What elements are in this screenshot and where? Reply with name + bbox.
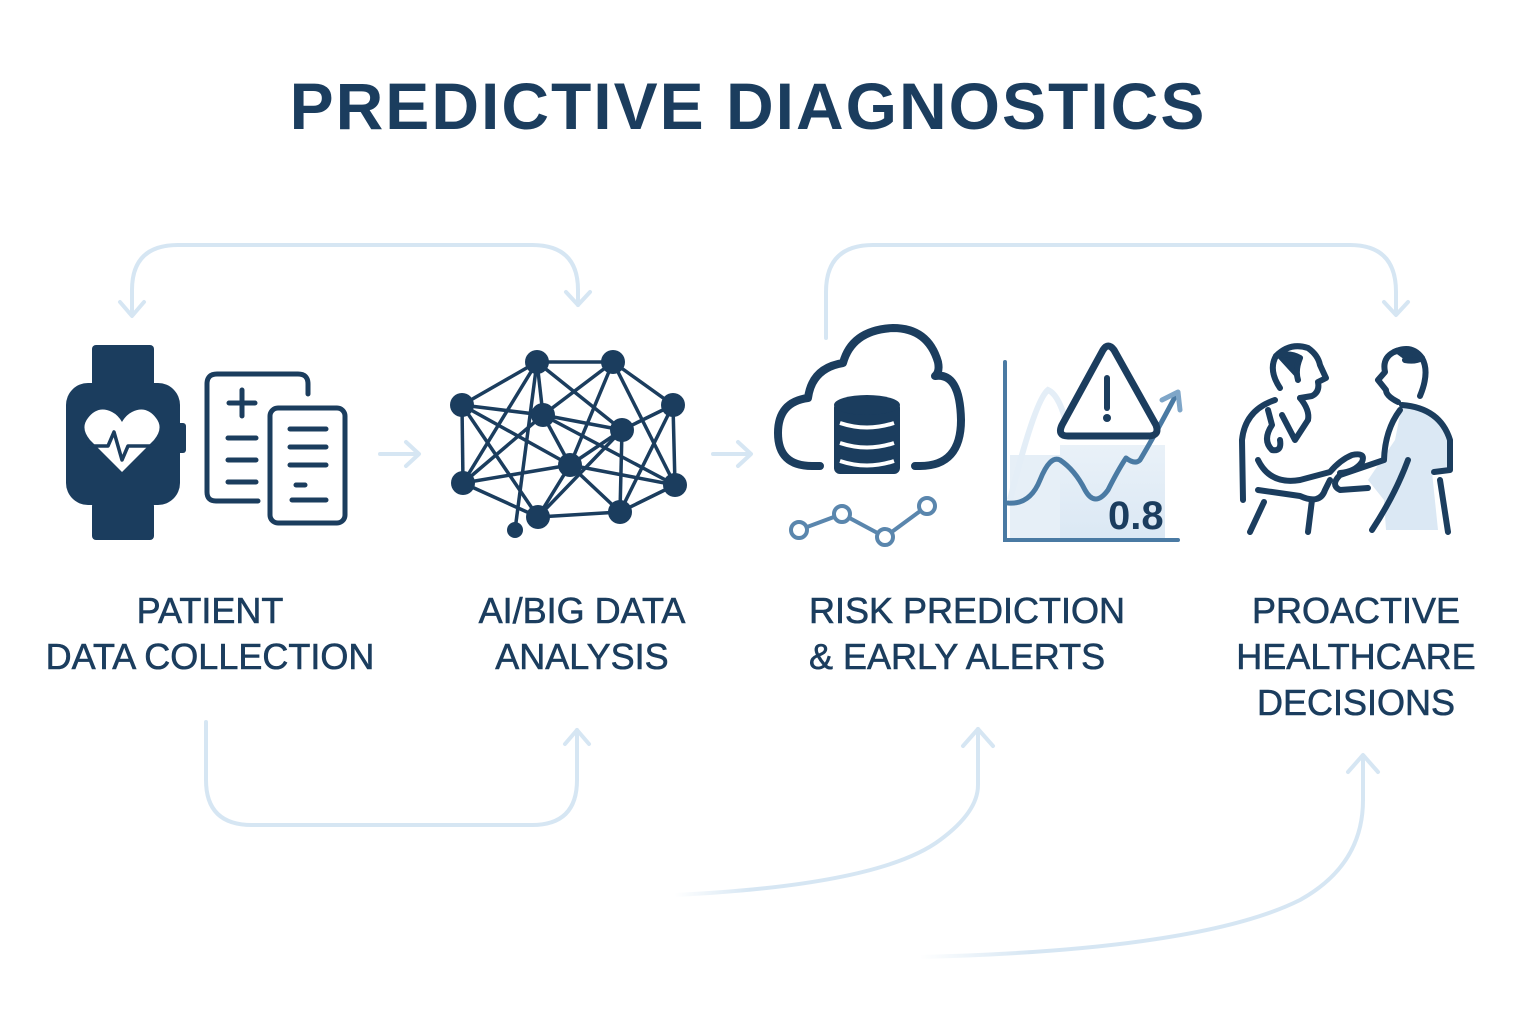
step-label-risk-prediction: RISK PREDICTION & EARLY ALERTS <box>795 588 1175 680</box>
neural-network-icon <box>450 350 687 538</box>
label-line: PATIENT <box>136 590 284 632</box>
label-line: AI/BIG DATA <box>478 590 686 632</box>
loop-connector-top-left <box>118 243 592 318</box>
page-title: PREDICTIVE DIAGNOSTICS <box>289 69 1207 143</box>
step-label-ai-big-data-analysis: AI/BIG DATA ANALYSIS <box>432 588 732 680</box>
label-line: ANALYSIS <box>495 636 669 678</box>
loop-connector-bottom-left <box>204 720 591 827</box>
warning-chart-icon <box>1003 342 1183 542</box>
trend-line-icon <box>789 496 937 547</box>
cloud-database-icon <box>774 324 965 474</box>
arrow-right-icon <box>378 440 421 468</box>
curve-connector-to-decisions <box>918 753 1380 959</box>
loop-connector-top-right <box>824 243 1410 340</box>
label-line: PROACTIVE <box>1251 590 1461 632</box>
risk-score-value: 0.8 <box>1108 494 1164 538</box>
label-line: DECISIONS <box>1256 682 1456 724</box>
curve-connector-to-risk <box>673 727 995 897</box>
step-label-proactive-decisions: PROACTIVE HEALTHCARE DECISIONS <box>1208 588 1504 726</box>
step-label-patient-data-collection: PATIENT DATA COLLECTION <box>40 588 380 680</box>
smartwatch-heart-icon <box>66 345 186 540</box>
label-line: & EARLY ALERTS <box>809 636 1106 678</box>
medical-records-icon <box>204 371 348 526</box>
label-line: DATA COLLECTION <box>45 636 375 678</box>
arrow-right-icon <box>711 440 753 468</box>
label-line: HEALTHCARE <box>1236 636 1476 678</box>
label-line: RISK PREDICTION <box>809 590 1126 632</box>
doctor-patient-icon <box>1239 343 1453 535</box>
